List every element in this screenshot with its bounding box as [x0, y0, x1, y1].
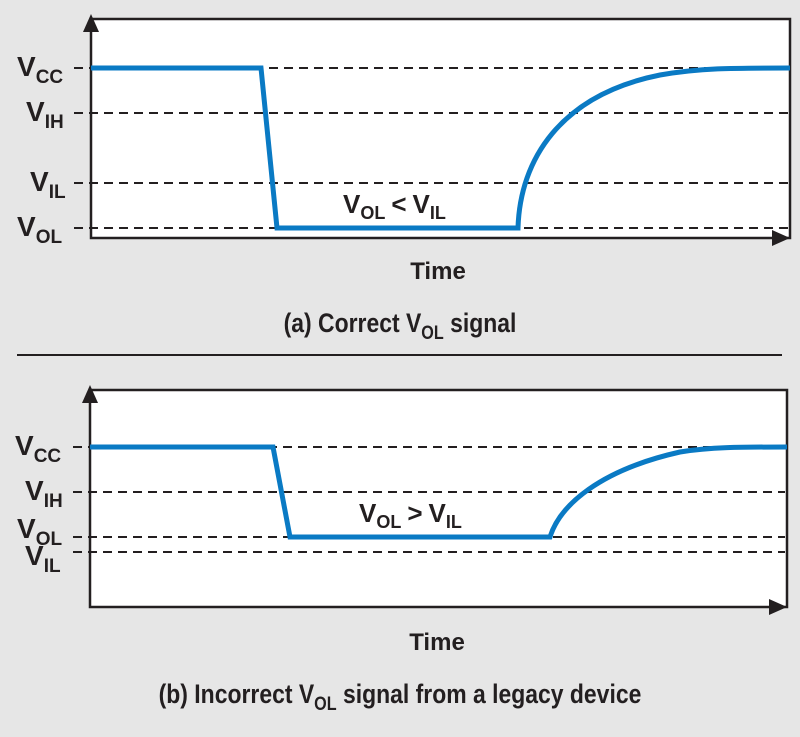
y-axis-arrow-icon [83, 14, 99, 32]
signal-trace-a [91, 65, 791, 231]
annotation-a: VOL<VIL [343, 189, 446, 223]
signal-trace-b [90, 444, 788, 540]
level-lines-b [73, 446, 785, 553]
caption-a: (a) Correct VOL signal [284, 308, 517, 343]
panel-a: VCC VIH VIL VOL VOL<VIL Time (a) Correct… [17, 14, 792, 343]
vol-label: VOL [17, 513, 62, 550]
x-axis-label-b: Time [409, 629, 465, 656]
vcc-label: VCC [17, 51, 63, 88]
vcc-label: VCC [15, 430, 61, 467]
plot-area-b [88, 388, 789, 609]
x-axis-arrow-icon [769, 599, 787, 615]
vil-label: VIL [25, 540, 61, 577]
caption-b: (b) Incorrect VOL signal from a legacy d… [159, 679, 642, 714]
x-axis-arrow-icon [772, 230, 790, 246]
annotation-b: VOL>VIL [359, 498, 462, 532]
x-axis-label-a: Time [410, 258, 466, 285]
vih-label: VIH [26, 96, 64, 133]
plot-area-a [89, 17, 792, 240]
vol-label: VOL [17, 211, 62, 248]
y-axis-arrow-icon [82, 385, 98, 403]
vil-label: VIL [30, 166, 66, 203]
panel-b: VCC VIH VOL VIL VOL>VIL Time (b) Incorre… [15, 385, 789, 714]
vih-label: VIH [25, 475, 63, 512]
